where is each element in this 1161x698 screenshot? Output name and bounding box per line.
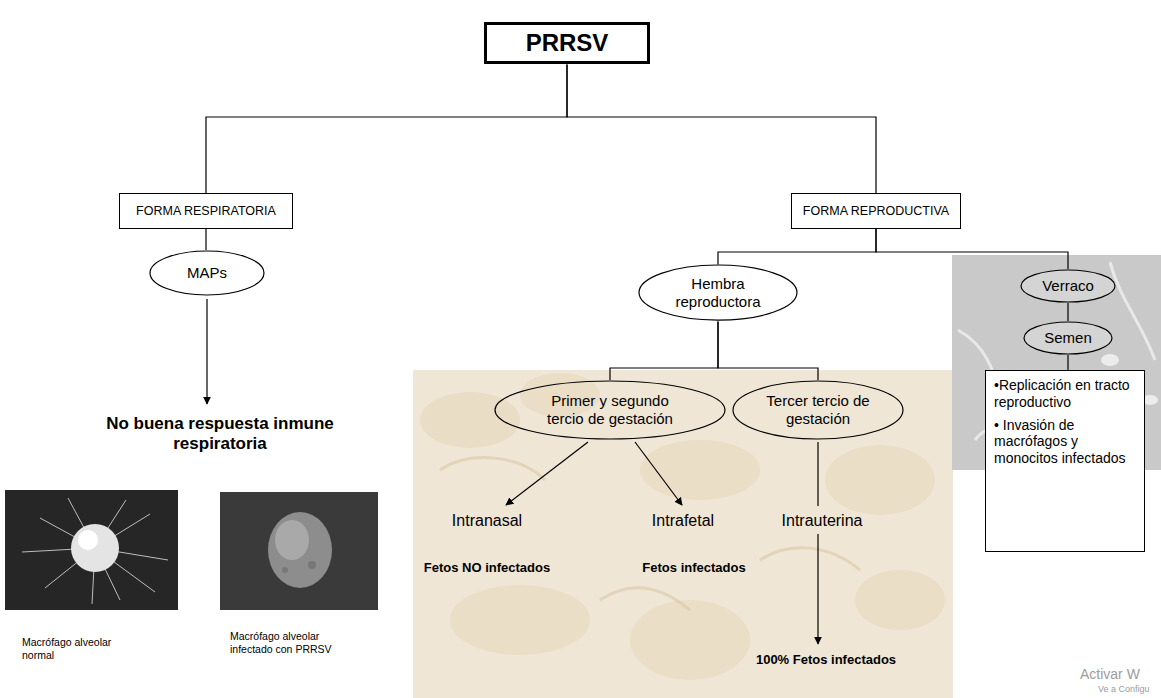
cell-highlight <box>275 520 309 560</box>
concept-ellipse: MAPs <box>149 250 265 296</box>
tree-connector <box>567 64 876 193</box>
text-group: Semen <box>1044 329 1092 347</box>
macrophage-infected-photo <box>220 492 378 610</box>
ellipse-outline <box>495 381 725 439</box>
tree-connector <box>1067 303 1068 321</box>
watermark: Ve a Configu <box>1098 684 1150 695</box>
cell-spikes <box>22 498 168 604</box>
text-group: Verraco <box>1042 277 1094 295</box>
cell-body <box>71 524 119 572</box>
text-group: Primer y segundo tercio de gestación <box>532 392 688 428</box>
route-label: Intranasal <box>452 511 522 530</box>
photo-caption: Macrófago alveolar infectado con PRRSV <box>230 630 345 655</box>
node-text: Verraco <box>1042 277 1094 295</box>
node-text: Hembra reproductora <box>665 275 771 311</box>
cell-body <box>268 512 332 588</box>
node-text: • Invasión de macrófagos y monocitos inf… <box>994 417 1136 467</box>
macrophage-normal-photo <box>5 490 178 610</box>
node-text: •Replicación en tracto reproductivo <box>994 377 1136 411</box>
photo-ground <box>413 370 953 698</box>
fetus-limb <box>440 458 860 610</box>
node-text: FORMA RESPIRATORIA <box>136 204 276 219</box>
arrows <box>207 299 818 644</box>
cell-texture <box>308 561 316 569</box>
text-group: FORMA REPRODUCTIVA <box>803 204 949 219</box>
fetus-shape <box>855 570 945 630</box>
arrow <box>817 534 818 644</box>
arrow <box>635 442 682 505</box>
text-group: •Replicación en tracto reproductivo • Inv… <box>994 377 1136 467</box>
concept-ellipse: Primer y segundo tercio de gestación <box>494 380 726 440</box>
outcome-text: 100% Fetos infectados <box>756 652 896 668</box>
cell-highlight <box>78 530 98 550</box>
tree-connector <box>610 322 718 380</box>
route-label: Intrauterina <box>782 511 863 530</box>
result-text: No buena respuesta inmune respiratoria <box>105 414 335 455</box>
node-text: Semen <box>1044 329 1092 347</box>
text-group: FORMA RESPIRATORIA <box>136 204 276 219</box>
arrow <box>206 299 207 404</box>
fetus-shape <box>450 585 590 655</box>
tree-connector <box>1067 355 1068 370</box>
outcome-text: Fetos infectados <box>642 560 745 576</box>
photo-ground <box>220 492 378 610</box>
tree-connector <box>205 229 206 250</box>
category-box: FORMA REPRODUCTIVA <box>791 193 961 229</box>
concept-ellipse: Verraco <box>1020 269 1116 303</box>
ellipse-outline <box>150 251 264 295</box>
arrow <box>506 442 588 505</box>
node-text: Tercer tercio de gestación <box>761 392 875 428</box>
tree-connector <box>718 229 876 264</box>
text-group: Hembra reproductora <box>665 275 771 311</box>
fetus-shape <box>630 600 750 680</box>
root-box: PRRSV <box>484 22 650 65</box>
tree-connector <box>206 64 567 193</box>
sperm-head <box>1101 354 1119 366</box>
watermark: Activar W <box>1080 666 1140 683</box>
tree-connector <box>876 229 1068 269</box>
ellipse-outline <box>1024 322 1112 354</box>
text-group: Tercer tercio de gestación <box>761 392 875 428</box>
text-group: MAPs <box>187 264 227 282</box>
ellipse-outline <box>639 265 797 320</box>
photo-caption: Macrófago alveolar normal <box>22 636 127 661</box>
fetus-shape <box>420 392 520 448</box>
fetus-shape <box>640 440 760 500</box>
concept-ellipse: Semen <box>1023 321 1113 355</box>
note-box: •Replicación en tracto reproductivo • Inv… <box>985 370 1145 552</box>
ellipse-outline <box>1021 270 1115 302</box>
outcome-text: Fetos NO infectados <box>424 560 550 576</box>
node-text: Primer y segundo tercio de gestación <box>532 392 688 428</box>
route-label: Intrafetal <box>652 511 714 530</box>
fetus-shape <box>825 445 935 515</box>
tree-connector <box>718 322 818 380</box>
category-box: FORMA RESPIRATORIA <box>119 193 293 229</box>
node-text: PRRSV <box>526 29 609 58</box>
ellipse-outline <box>733 381 903 439</box>
node-text: MAPs <box>187 264 227 282</box>
line <box>817 442 818 506</box>
photo-ground <box>5 490 178 610</box>
cell-texture <box>282 567 288 573</box>
text-group: PRRSV <box>526 29 609 58</box>
node-text: FORMA REPRODUCTIVA <box>803 204 949 219</box>
concept-ellipse: Hembra reproductora <box>638 264 798 321</box>
fetus-photo <box>413 370 953 698</box>
concept-ellipse: Tercer tercio de gestación <box>732 380 904 440</box>
